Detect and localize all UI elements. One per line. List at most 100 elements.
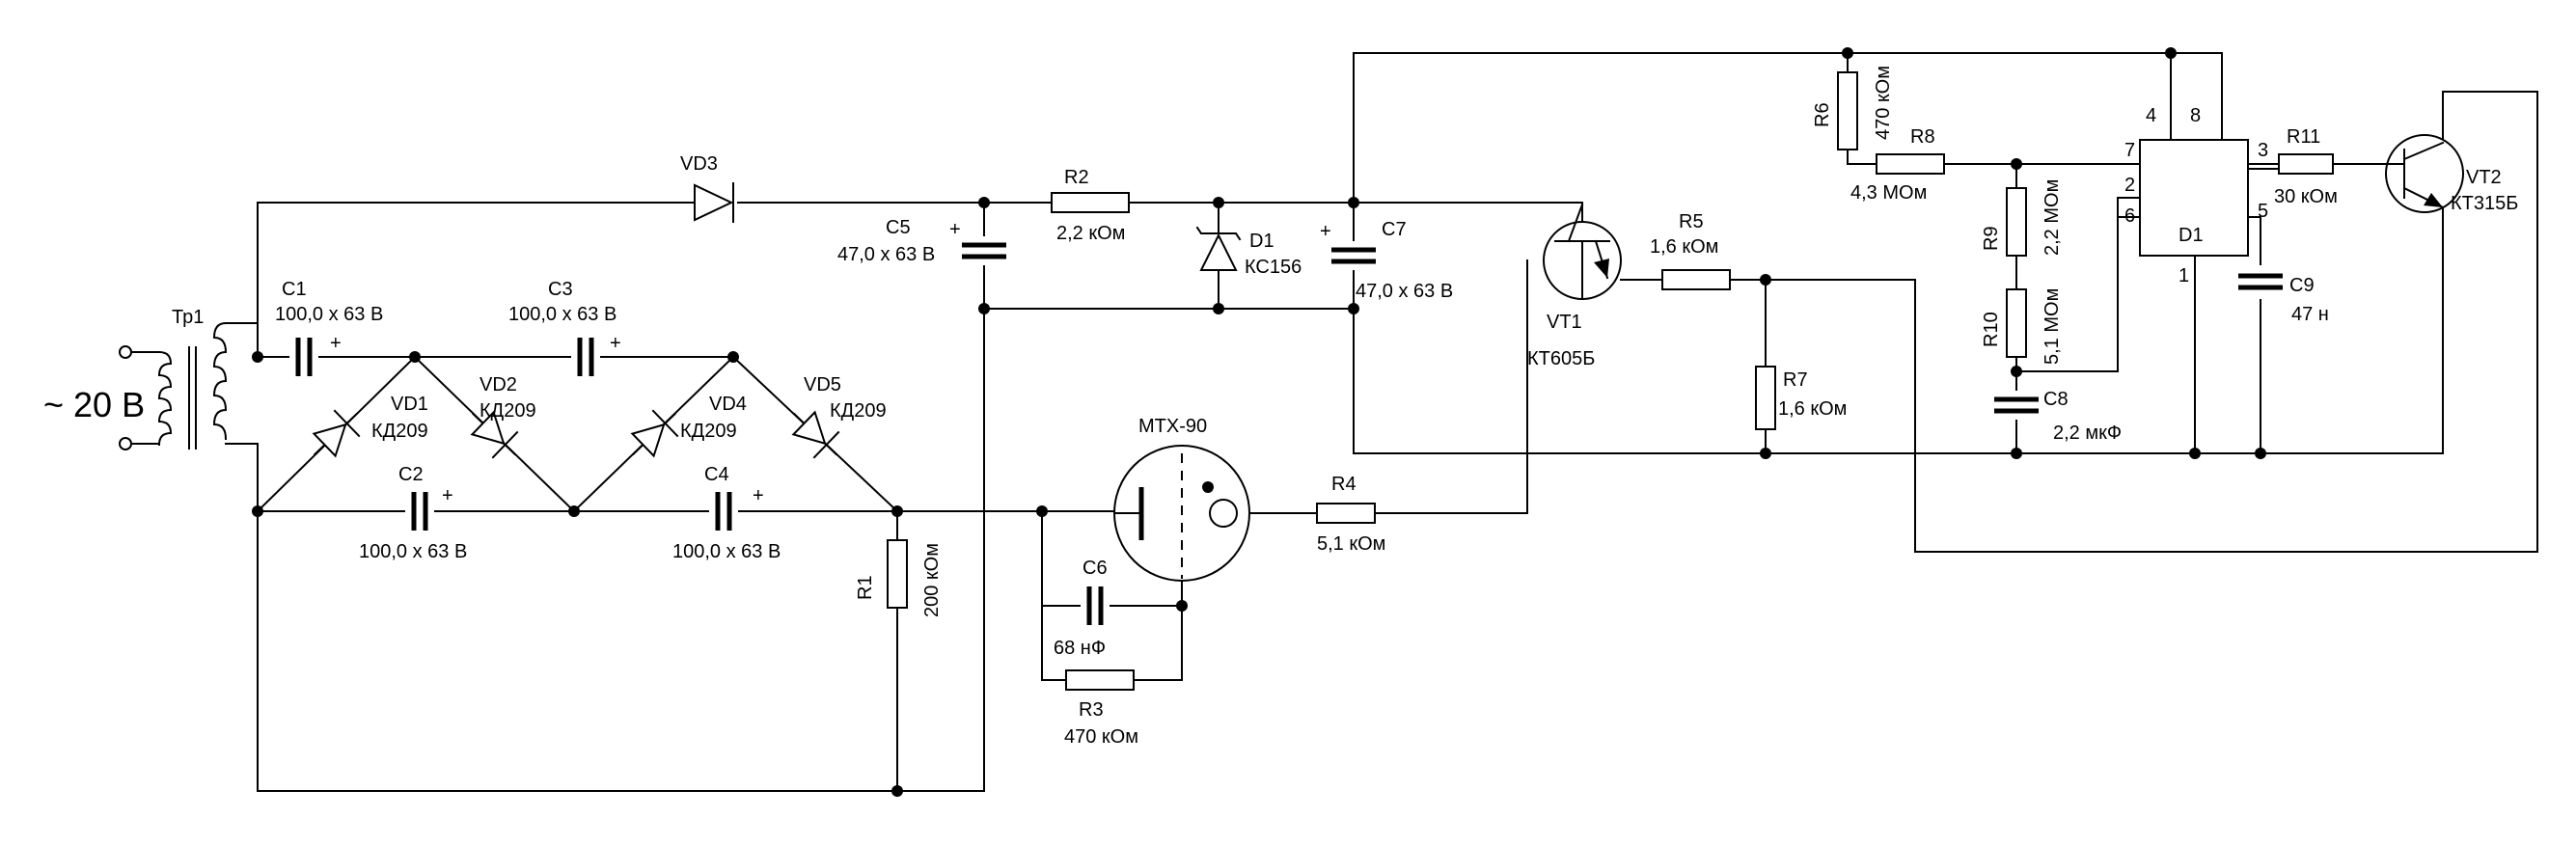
ic-pin: 2 (2124, 175, 2135, 196)
resistor-ref: R8 (1910, 126, 1935, 148)
plus-sign: + (753, 485, 764, 506)
transformer-label: Тр1 (172, 307, 204, 328)
capacitor-ref: C6 (1082, 558, 1108, 579)
ic-pin: 7 (2124, 140, 2135, 161)
ic-pin: 6 (2124, 205, 2135, 227)
capacitor-value: 47,0 х 63 В (837, 244, 935, 265)
capacitor-c8: C8 2,2 мкФ (1994, 389, 2122, 444)
plus-sign: + (442, 485, 453, 506)
junction-dot (409, 351, 421, 363)
resistor-r4: R4 5,1 кОм (1316, 474, 1385, 555)
ic-pin: 1 (2179, 265, 2189, 286)
diode-ref: VD4 (709, 394, 747, 415)
zener-ref: D1 (1249, 231, 1274, 252)
transformer-tr1: Тр1 (157, 307, 228, 450)
resistor-r8: R8 4,3 МОм (1850, 126, 1945, 204)
ic-pin: 3 (2258, 140, 2268, 161)
plus-sign: + (1320, 221, 1331, 242)
junction-dot (252, 505, 263, 517)
capacitor-c6: C6 68 нФ (1054, 558, 1110, 659)
resistor-ref: R4 (1331, 474, 1357, 495)
resistor-r10: R10 5,1 МОм (1981, 288, 2063, 365)
capacitor-c5: + C5 47,0 х 63 В (837, 217, 1006, 265)
diode-ref: VD3 (680, 153, 718, 175)
capacitor-ref: C9 (2289, 275, 2315, 296)
resistor-ref: R11 (2287, 126, 2320, 148)
zener-value: КС156 (1245, 257, 1302, 278)
diode-value: КД209 (371, 421, 428, 442)
plus-sign: + (949, 219, 961, 240)
resistor-r2: R2 2,2 кОм (1051, 167, 1130, 244)
junction-dot (2011, 158, 2022, 170)
capacitor-value: 68 нФ (1054, 638, 1106, 659)
resistor-ref: R7 (1783, 369, 1808, 391)
capacitor-ref: C3 (548, 279, 573, 300)
resistor-r3: R3 470 кОм (1064, 669, 1138, 748)
junction-dot (252, 351, 263, 363)
junction-dot (1036, 505, 1048, 517)
resistor-value: 2,2 кОм (1056, 223, 1125, 244)
junction-dot (1760, 448, 1771, 459)
resistor-value: 30 кОм (2274, 186, 2338, 207)
resistor-value: 5,1 кОм (1317, 533, 1385, 555)
capacitor-ref: C2 (398, 464, 424, 485)
resistor-ref: R3 (1079, 699, 1104, 721)
transistor-value: КТ315Б (2451, 193, 2518, 214)
diode-vd3: VD3 (680, 153, 734, 223)
diode-value: КД209 (830, 400, 887, 422)
diode-vd5 (791, 410, 840, 459)
capacitor-ref: C5 (886, 217, 911, 238)
junction-dot (568, 505, 580, 517)
junction-dot (1348, 303, 1359, 314)
resistor-value: 200 кОм (921, 543, 943, 617)
capacitor-c1: + C1 100,0 х 63 В (275, 279, 383, 376)
resistor-ref: R5 (1679, 211, 1704, 232)
resistor-value: 470 кОм (1064, 726, 1138, 748)
capacitor-ref: C1 (282, 279, 307, 300)
ic-pin: 4 (2146, 105, 2156, 126)
resistor-r6: R6 470 кОм (1812, 66, 1894, 150)
junction-dot (1176, 600, 1188, 612)
resistor-r5: R5 1,6 кОм (1650, 211, 1731, 290)
capacitor-c9: C9 47 н (2238, 265, 2329, 325)
ic-d1: D1 4 8 7 2 6 3 5 1 (2124, 105, 2268, 286)
capacitor-value: 100,0 х 63 В (508, 304, 617, 325)
transistor-value: КТ605Б (1527, 348, 1595, 369)
resistor-value: 470 кОм (1873, 66, 1894, 140)
source-label: ~ 20 В (43, 385, 145, 424)
resistor-value: 4,3 МОм (1850, 182, 1927, 204)
resistor-r9: R9 2,2 МОм (1981, 179, 2063, 257)
junction-dot (2255, 448, 2266, 459)
resistor-r11: R11 30 кОм (2274, 126, 2338, 207)
diode-vd4 (630, 409, 679, 458)
transistor-ref: VT1 (1547, 312, 1582, 333)
capacitor-value: 100,0 х 63 В (275, 304, 383, 325)
resistor-ref: R2 (1064, 167, 1089, 188)
geiger-tube: МТХ-90 (1113, 416, 1250, 582)
capacitor-value: 100,0 х 63 В (359, 541, 467, 562)
capacitor-c4: + C4 100,0 х 63 В (670, 464, 781, 562)
resistor-value: 5,1 МОм (2042, 288, 2063, 365)
diode-value: КД209 (680, 421, 737, 442)
junction-dot (1760, 274, 1771, 286)
resistor-ref: R10 (1981, 312, 2002, 347)
junction-dot (1213, 303, 1224, 314)
transistor-vt1: VT1 КТ605Б (1527, 203, 1622, 369)
tube-label: МТХ-90 (1138, 416, 1207, 437)
capacitor-ref: C7 (1382, 219, 1407, 240)
diode-vd1 (312, 409, 361, 458)
resistor-value: 1,6 кОм (1778, 398, 1847, 420)
capacitor-ref: C4 (704, 464, 729, 485)
capacitor-c2: + C2 100,0 х 63 В (359, 464, 467, 562)
diode-ref: VD5 (804, 374, 841, 395)
capacitor-value: 47 н (2291, 304, 2329, 325)
resistor-ref: R6 (1812, 102, 1833, 127)
capacitor-c7: + C7 47,0 х 63 В (1320, 219, 1453, 302)
zener-diode-d1: D1 КС156 (1195, 226, 1302, 278)
junction-dot (2165, 47, 2177, 59)
resistor-value: 1,6 кОм (1650, 236, 1718, 258)
resistor-r7: R7 1,6 кОм (1755, 366, 1847, 430)
plus-sign: + (330, 333, 342, 354)
resistor-r1: R1 200 кОм (855, 539, 943, 792)
ic-pin: 5 (2258, 201, 2268, 222)
